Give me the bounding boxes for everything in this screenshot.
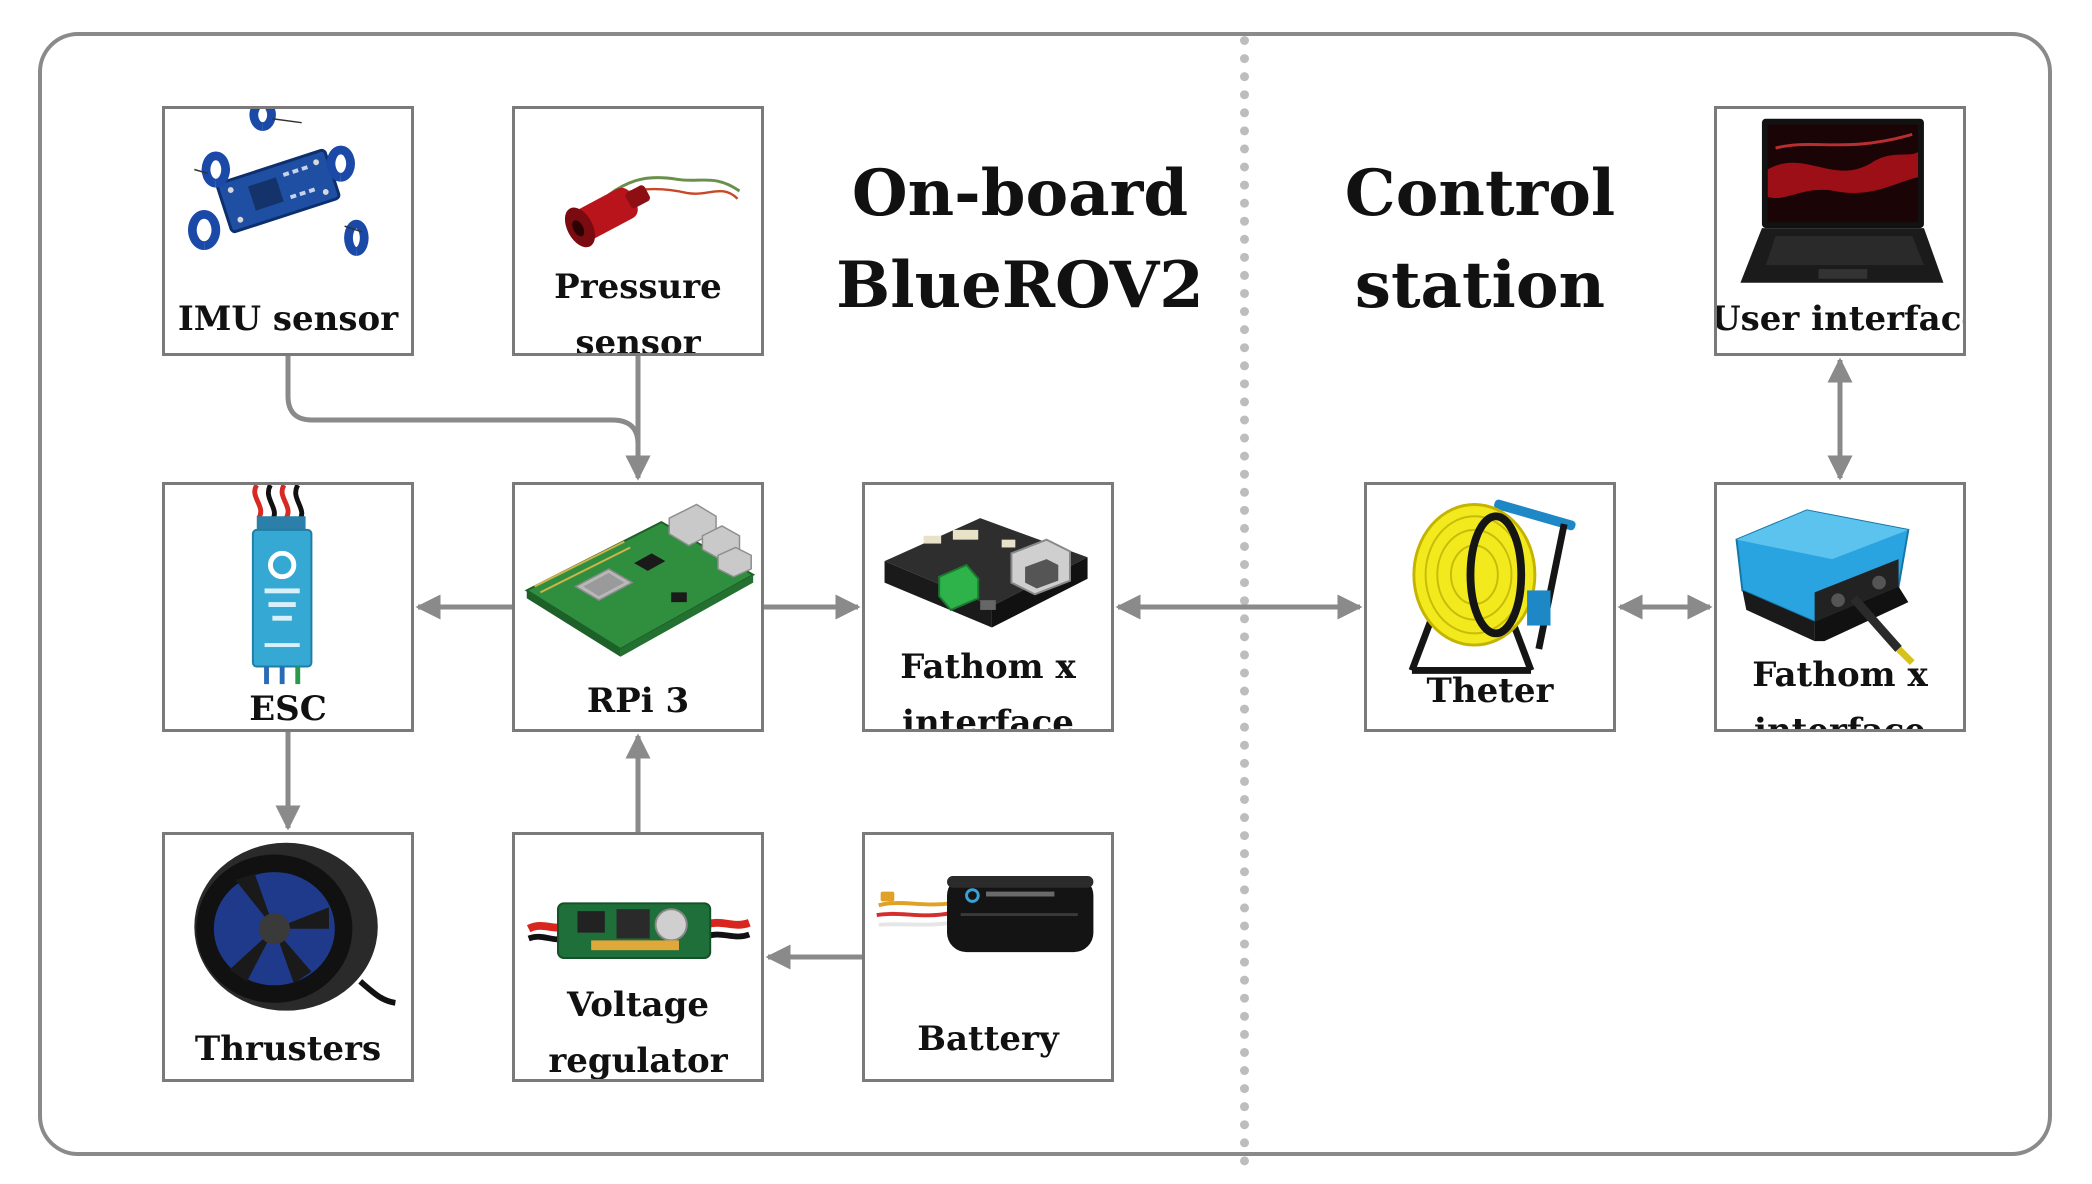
voltage-regulator-icon bbox=[526, 902, 751, 959]
label-thrusters: Thrusters bbox=[194, 1029, 382, 1069]
label-regulator-line-2: regulator bbox=[548, 1041, 728, 1081]
label-pressure-line-1: Pressure bbox=[554, 267, 722, 307]
imu-board-icon bbox=[188, 109, 369, 256]
esc-module-icon bbox=[251, 485, 313, 685]
heading-control-line-1: Control bbox=[1344, 156, 1616, 231]
node-fathom-station: Fathom x interface bbox=[1714, 482, 1966, 732]
heading-control-line-2: station bbox=[1354, 248, 1606, 323]
label-regulator-line-1: Voltage bbox=[567, 985, 709, 1025]
pressure-sensor-icon bbox=[564, 176, 741, 248]
thruster-icon bbox=[194, 842, 396, 1011]
node-esc: ESC bbox=[162, 482, 414, 732]
node-tether: Theter bbox=[1364, 482, 1616, 732]
label-battery: Battery bbox=[917, 1019, 1059, 1059]
raspberry-pi-board-icon bbox=[524, 503, 756, 657]
label-fathom-onboard-line-2: interface bbox=[902, 703, 1074, 732]
connector-imu-to-rpi bbox=[285, 356, 651, 481]
label-user-interface: User interface bbox=[1714, 299, 1966, 339]
node-pressure-sensor: Pressure sensor bbox=[512, 106, 764, 356]
tether-reel-icon bbox=[1408, 499, 1576, 674]
laptop-icon bbox=[1740, 118, 1944, 283]
label-fathom-station-line-2: interface bbox=[1754, 711, 1926, 732]
node-voltage-regulator: Voltage regulator bbox=[512, 832, 764, 1082]
fathom-x-board-icon bbox=[884, 518, 1088, 628]
heading-control-station: Control station bbox=[1300, 148, 1660, 332]
label-esc: ESC bbox=[249, 689, 327, 729]
node-battery: Battery bbox=[862, 832, 1114, 1082]
label-imu-sensor: IMU sensor bbox=[177, 299, 399, 339]
battery-pack-icon bbox=[876, 875, 1094, 953]
node-fathom-onboard: Fathom x interface bbox=[862, 482, 1114, 732]
node-imu-sensor: IMU sensor bbox=[162, 106, 414, 356]
node-user-interface: User interface bbox=[1714, 106, 1966, 356]
system-frame bbox=[38, 32, 2052, 1156]
label-tether: Theter bbox=[1426, 671, 1554, 711]
node-rpi: RPi 3 bbox=[512, 482, 764, 732]
label-fathom-onboard-line-1: Fathom x bbox=[900, 647, 1076, 687]
label-fathom-station-line-1: Fathom x bbox=[1752, 655, 1928, 695]
label-rpi: RPi 3 bbox=[586, 681, 690, 721]
heading-onboard-line-1: On-board bbox=[851, 156, 1189, 231]
connector-group bbox=[275, 356, 1853, 970]
heading-onboard-line-2: BlueROV2 bbox=[836, 248, 1204, 323]
label-pressure-line-2: sensor bbox=[575, 323, 701, 356]
heading-onboard: On-board BlueROV2 bbox=[820, 148, 1220, 332]
fathom-x-topside-box-icon bbox=[1735, 509, 1915, 666]
node-thrusters: Thrusters bbox=[162, 832, 414, 1082]
